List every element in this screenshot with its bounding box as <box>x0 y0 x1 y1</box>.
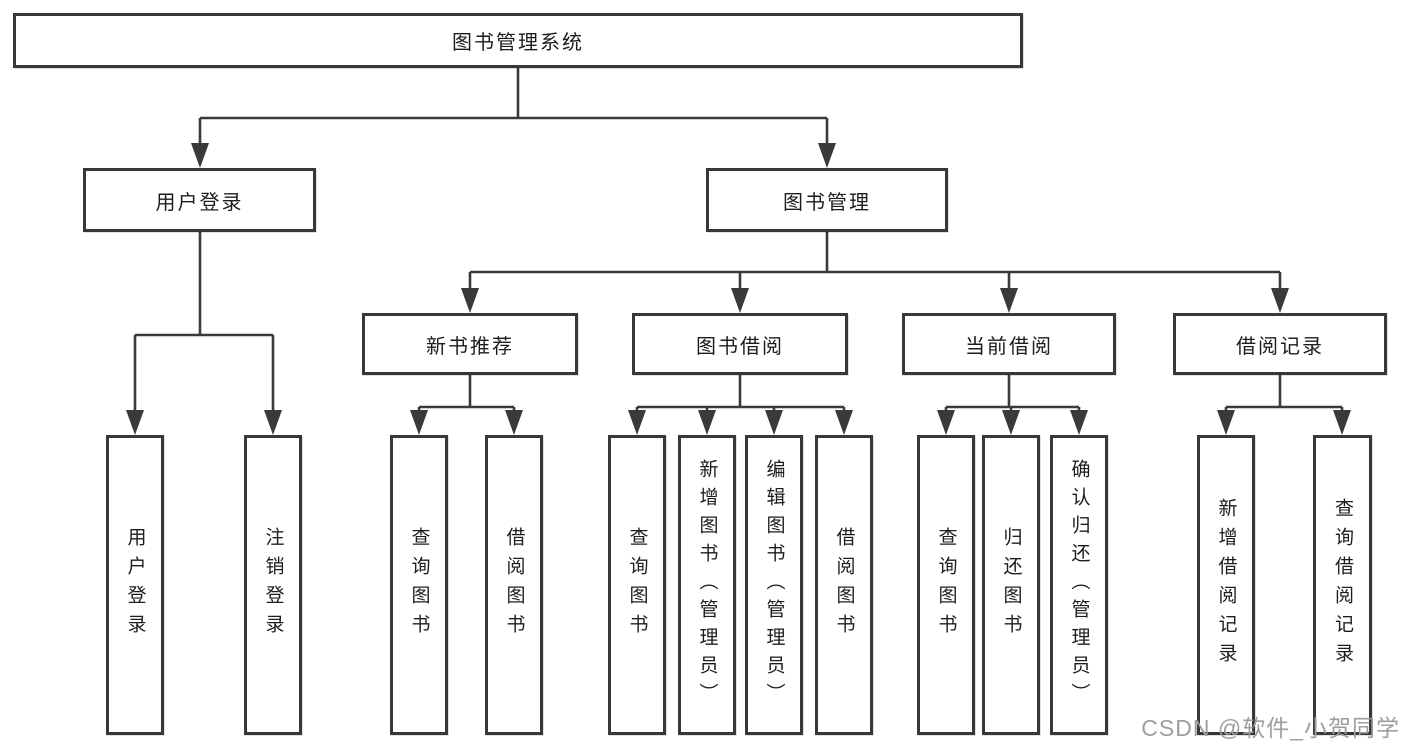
leaf-add-book-admin-label: 新增图书（管理员） <box>696 459 718 711</box>
leaf-confirm-return-admin: 确认归还（管理员） <box>1050 435 1108 735</box>
leaf-query-books-current: 查询图书 <box>917 435 975 735</box>
leaf-return-books-label: 归还图书 <box>1000 527 1022 643</box>
leaf-query-borrow-record: 查询借阅记录 <box>1313 435 1372 735</box>
leaf-user-login-label: 用户登录 <box>124 527 146 643</box>
node-borrowing-records-label: 借阅记录 <box>1236 335 1324 358</box>
leaf-query-books-borrowing: 查询图书 <box>608 435 666 735</box>
leaf-query-books-current-label: 查询图书 <box>935 527 957 643</box>
leaf-user-login: 用户登录 <box>106 435 164 735</box>
leaf-query-borrow-record-label: 查询借阅记录 <box>1332 498 1353 672</box>
leaf-logout-label: 注销登录 <box>262 527 284 643</box>
leaf-add-borrow-record: 新增借阅记录 <box>1197 435 1255 735</box>
node-new-book-recommend-label: 新书推荐 <box>426 335 514 358</box>
node-book-borrowing-label: 图书借阅 <box>696 335 784 358</box>
leaf-borrow-books-newbook: 借阅图书 <box>485 435 543 735</box>
leaf-add-book-admin: 新增图书（管理员） <box>678 435 736 735</box>
node-new-book-recommend: 新书推荐 <box>362 313 578 375</box>
leaf-edit-book-admin: 编辑图书（管理员） <box>745 435 803 735</box>
node-root-label: 图书管理系统 <box>452 32 584 54</box>
leaf-confirm-return-admin-label: 确认归还（管理员） <box>1068 459 1090 711</box>
node-user-login-label: 用户登录 <box>155 191 244 214</box>
leaf-borrow-books-label: 借阅图书 <box>833 527 855 643</box>
leaf-query-books-newbook-label: 查询图书 <box>408 527 430 643</box>
leaf-add-borrow-record-label: 新增借阅记录 <box>1215 498 1237 672</box>
node-current-borrowing-label: 当前借阅 <box>965 335 1053 358</box>
leaf-logout: 注销登录 <box>244 435 302 735</box>
leaf-borrow-books: 借阅图书 <box>815 435 873 735</box>
node-book-management-label: 图书管理 <box>783 191 871 214</box>
node-user-login: 用户登录 <box>83 168 316 232</box>
leaf-borrow-books-newbook-label: 借阅图书 <box>503 527 525 643</box>
leaf-query-books-borrowing-label: 查询图书 <box>626 527 648 643</box>
node-root: 图书管理系统 <box>13 13 1023 68</box>
leaf-query-books-newbook: 查询图书 <box>390 435 448 735</box>
node-book-borrowing: 图书借阅 <box>632 313 848 375</box>
watermark: CSDN @软件_小贺同学 <box>1141 715 1400 741</box>
leaf-edit-book-admin-label: 编辑图书（管理员） <box>763 459 785 711</box>
node-borrowing-records: 借阅记录 <box>1173 313 1387 375</box>
leaf-return-books: 归还图书 <box>982 435 1040 735</box>
node-current-borrowing: 当前借阅 <box>902 313 1116 375</box>
node-book-management: 图书管理 <box>706 168 948 232</box>
